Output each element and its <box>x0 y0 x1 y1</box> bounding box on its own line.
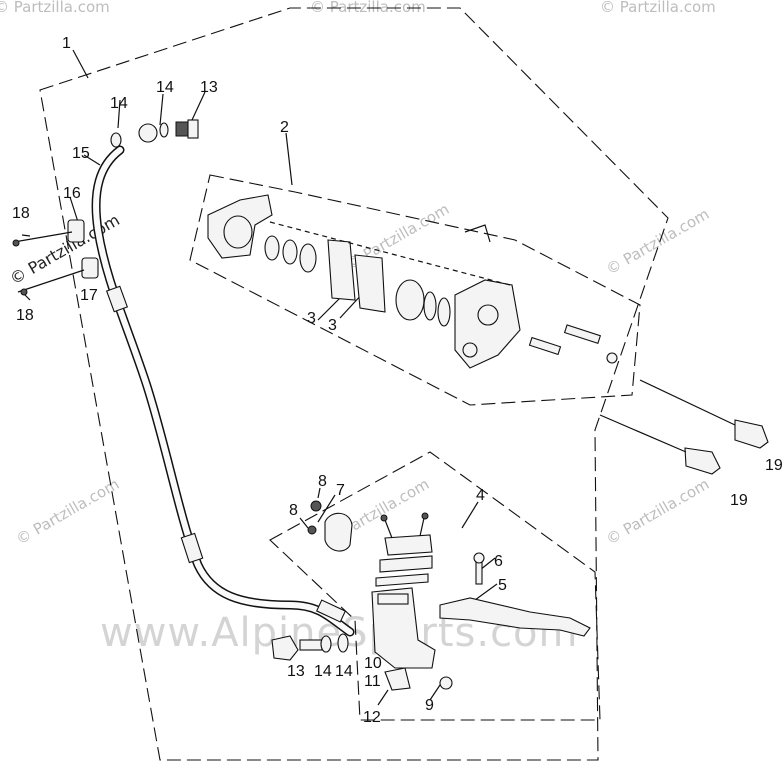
callout-19: 19 <box>730 492 748 509</box>
watermark-partzilla: © Partzilla.com <box>0 0 110 16</box>
callout-14: 14 <box>335 663 353 680</box>
leader-lines <box>21 49 498 706</box>
watermark-partzilla: © Partzilla.com <box>603 475 712 548</box>
watermark-layer: © Partzilla.com © Partzilla.com © Partzi… <box>0 0 716 656</box>
callout-6: 6 <box>494 553 503 570</box>
upper-banjo-fitting <box>110 119 199 148</box>
callout-15: 15 <box>72 145 90 162</box>
callout-4: 4 <box>476 487 485 504</box>
master-cylinder-assembly <box>271 500 591 691</box>
callout-14: 14 <box>156 79 174 96</box>
callout-17: 17 <box>80 287 98 304</box>
callout-3: 3 <box>328 317 337 334</box>
callout-18: 18 <box>16 307 34 324</box>
watermark-partzilla: © Partzilla.com <box>603 205 712 278</box>
callout-3: 3 <box>307 310 316 327</box>
watermark-partzilla: © Partzilla.com <box>600 0 716 16</box>
callout-14: 14 <box>110 95 128 112</box>
callout-2: 2 <box>280 119 289 136</box>
brake-hose <box>91 145 355 637</box>
callout-8: 8 <box>289 502 298 519</box>
callout-labels: 1 2 3 3 4 5 6 7 8 8 9 10 11 12 13 13 14 … <box>12 35 783 726</box>
callout-9: 9 <box>425 697 434 714</box>
group-boundary-2 <box>189 174 641 406</box>
caliper-assembly <box>207 194 618 369</box>
callout-5: 5 <box>498 577 507 594</box>
callout-14: 14 <box>314 663 332 680</box>
callout-10: 10 <box>364 655 382 672</box>
callout-12: 12 <box>363 709 381 726</box>
callout-8: 8 <box>318 473 327 490</box>
callout-13: 13 <box>200 79 218 96</box>
callout-1: 1 <box>62 35 71 52</box>
group-boundary-1 <box>39 7 669 761</box>
callout-18: 18 <box>12 205 30 222</box>
callout-16: 16 <box>63 185 81 202</box>
callout-19: 19 <box>765 457 783 474</box>
watermark-partzilla: © Partzilla.com <box>13 475 122 548</box>
hose-clamps <box>12 219 99 296</box>
callout-11: 11 <box>364 673 381 690</box>
caliper-mount-bolts <box>599 379 769 475</box>
group-boundary-4 <box>269 451 601 721</box>
callout-7: 7 <box>336 482 345 499</box>
callout-13: 13 <box>287 663 305 680</box>
